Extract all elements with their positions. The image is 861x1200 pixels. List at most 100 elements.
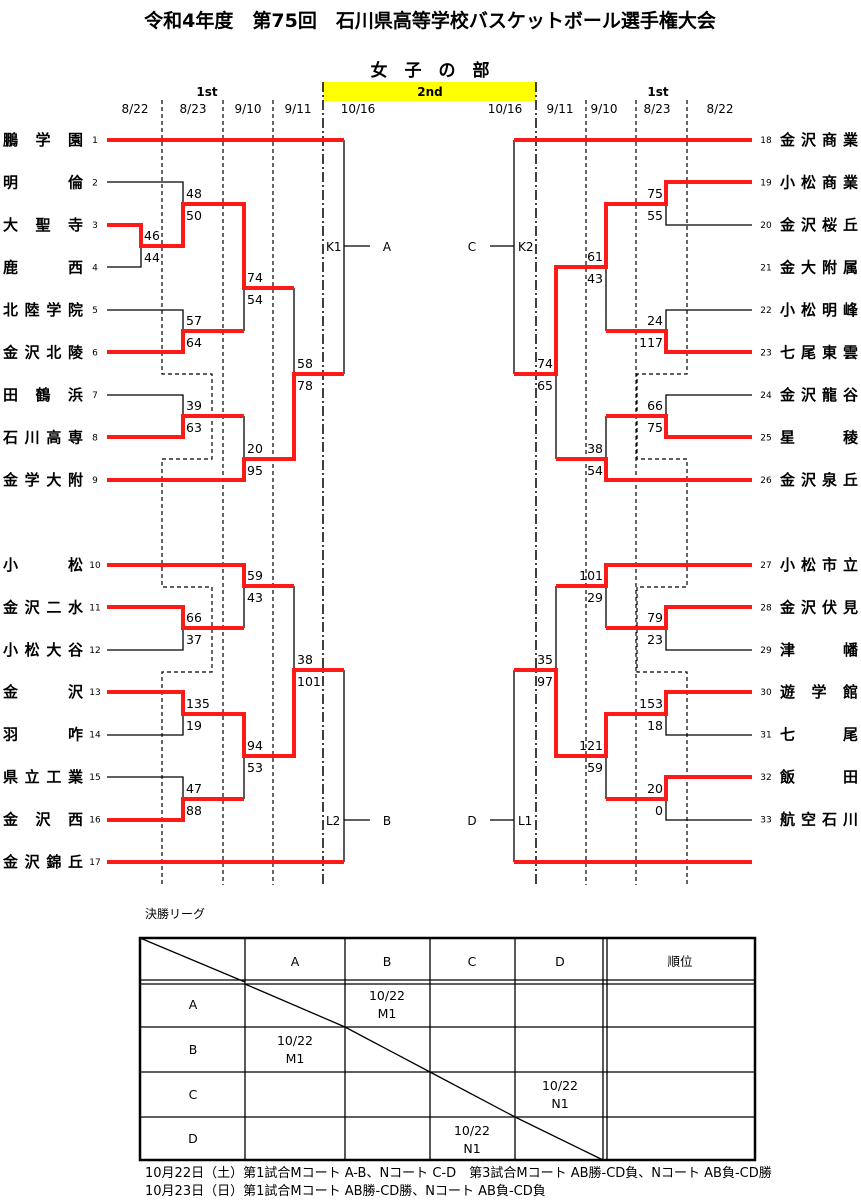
second-round-highlight	[323, 82, 536, 101]
seed-number: 19	[760, 179, 772, 189]
score-top: 66	[647, 398, 663, 413]
date-header-left: 9/11	[285, 102, 312, 116]
seed-number: 20	[760, 221, 772, 231]
cell-b-a-court: M1	[286, 1051, 305, 1066]
seed-number: 8	[92, 434, 98, 444]
score-bottom: 75	[647, 420, 663, 435]
score-top: 101	[579, 568, 603, 583]
league-column-header: 順位	[667, 954, 692, 969]
score-top: 20	[647, 781, 663, 796]
team-name: 小松市立	[780, 556, 858, 574]
score-bottom: 54	[247, 292, 263, 307]
team-name: 県立工業	[3, 768, 84, 786]
seed-number: 31	[760, 731, 771, 741]
score-top: 58	[297, 356, 313, 371]
team-name: 金沢	[2, 683, 84, 701]
team-name: 金沢二水	[2, 598, 84, 616]
team-name: 大聖寺	[3, 216, 83, 234]
score-bottom: 19	[186, 718, 202, 733]
seed-number: 24	[760, 391, 772, 401]
seed-number: 23	[760, 349, 771, 359]
score-bottom: 97	[537, 674, 553, 689]
seed-number: 33	[760, 815, 771, 825]
team-name: 金沢泉丘	[779, 471, 858, 489]
team-name: 金沢伏見	[779, 598, 858, 616]
right-bracket	[490, 138, 752, 864]
group-label-a: A	[383, 240, 392, 254]
team-name: 飯田	[779, 768, 858, 786]
cell-c-d-court: N1	[551, 1096, 568, 1111]
team-name: 七尾	[780, 726, 858, 744]
score-bottom: 64	[186, 335, 202, 350]
date-header-right: 9/10	[591, 102, 618, 116]
team-name: 金沢錦丘	[2, 853, 83, 871]
score-bottom: 65	[537, 378, 553, 393]
league-column-header: A	[291, 954, 300, 969]
score-top: 46	[144, 228, 160, 243]
seed-number: 16	[89, 815, 101, 825]
seed-number: 1	[92, 136, 98, 146]
score-bottom: 101	[297, 674, 321, 689]
score-top: 38	[587, 441, 603, 456]
seed-number: 13	[89, 688, 100, 698]
team-name: 石川高専	[2, 429, 83, 447]
score-top: 39	[186, 398, 202, 413]
score-top: 59	[247, 568, 263, 583]
league-column-header: B	[383, 954, 392, 969]
score-top: 47	[186, 781, 202, 796]
first-round-label-right: 1st	[647, 85, 668, 99]
score-bottom: 43	[247, 590, 263, 605]
cell-d-c-court: N1	[463, 1141, 480, 1156]
team-name: 金沢龍谷	[779, 386, 859, 404]
score-top: 24	[647, 313, 663, 328]
group-label-c: C	[468, 240, 476, 254]
score-bottom: 43	[587, 271, 603, 286]
league-row-header: C	[189, 1087, 198, 1102]
score-bottom: 54	[587, 463, 603, 478]
first-round-label-left: 1st	[196, 85, 217, 99]
cell-d-c-date: 10/22	[454, 1123, 490, 1138]
date-header-left: 9/10	[235, 102, 262, 116]
score-bottom: 95	[247, 463, 263, 478]
league-table	[138, 936, 757, 1162]
cell-c-d-date: 10/22	[542, 1078, 578, 1093]
date-header-right: 10/16	[488, 102, 523, 116]
seed-number: 14	[89, 731, 101, 741]
score-top: 57	[186, 313, 202, 328]
seed-number: 30	[760, 688, 772, 698]
date-header-right: 8/23	[644, 102, 671, 116]
second-round-label: 2nd	[417, 85, 442, 99]
court-label-l1: L1	[518, 814, 532, 828]
schedule-note-1: 10月22日（土）第1試合Mコート A-B、Nコート C-D 第3試合Mコート …	[145, 1165, 772, 1181]
team-name: 小松明峰	[780, 301, 859, 319]
seed-number: 3	[92, 221, 98, 231]
league-row-header: D	[188, 1131, 198, 1146]
score-bottom: 50	[186, 208, 202, 223]
team-name: 小松大谷	[3, 641, 84, 659]
score-bottom: 78	[297, 378, 313, 393]
score-bottom: 117	[639, 335, 663, 350]
team-name: 津幡	[780, 641, 859, 659]
team-name: 航空石川	[780, 810, 858, 828]
score-top: 153	[639, 696, 663, 711]
score-top: 79	[647, 610, 663, 625]
date-header-left: 8/23	[180, 102, 207, 116]
team-name: 金学大附	[2, 471, 83, 489]
score-bottom: 23	[647, 632, 663, 647]
scores: 4644485057647454396320955878663759431351…	[144, 186, 663, 818]
seed-number: 18	[760, 136, 772, 146]
date-header-left: 10/16	[341, 102, 376, 116]
team-name: 金沢西	[2, 810, 83, 828]
score-top: 135	[186, 696, 210, 711]
seed-number: 32	[760, 773, 771, 783]
score-bottom: 29	[587, 590, 603, 605]
score-bottom: 0	[655, 803, 663, 818]
team-name: 星稜	[780, 429, 859, 447]
team-name: 北陸学院	[3, 301, 83, 319]
team-name: 鵬学園	[3, 131, 83, 149]
score-bottom: 63	[186, 420, 202, 435]
cell-b-a-date: 10/22	[277, 1033, 313, 1048]
team-name: 七尾東雲	[780, 344, 858, 362]
